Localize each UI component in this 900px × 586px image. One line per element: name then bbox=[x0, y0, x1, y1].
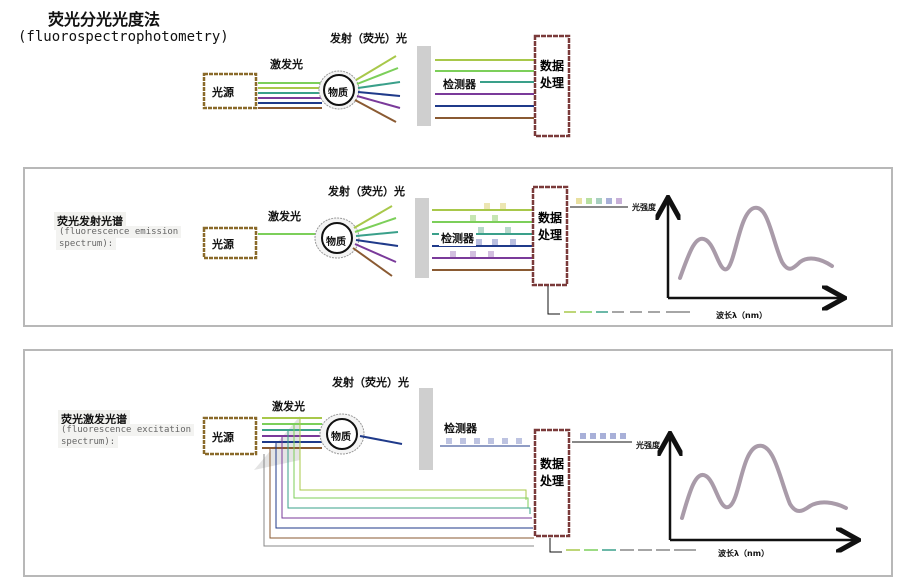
sample-label: 物质 bbox=[326, 237, 346, 248]
emission-panel-subtitle-2: spectrum): bbox=[56, 238, 117, 250]
excitation-light-label: 激发光 bbox=[270, 58, 303, 71]
page-title: 荧光分光光度法 bbox=[48, 10, 161, 29]
page-subtitle: (fluorospectrophotometry) bbox=[18, 29, 229, 45]
emission-rays bbox=[354, 55, 401, 123]
excitation-panel-subtitle-2: spectrum): bbox=[58, 436, 119, 448]
data-processing-box bbox=[531, 185, 569, 287]
wavelength-legend bbox=[549, 538, 696, 553]
data-processing-label: 数据处理 bbox=[537, 211, 562, 242]
wavelength-label: 波长λ（nm） bbox=[718, 549, 770, 558]
sample-blob bbox=[314, 217, 360, 259]
spectrum-curve bbox=[680, 443, 848, 520]
detector-label: 检测器 bbox=[439, 230, 476, 246]
intensity-legend bbox=[572, 433, 632, 443]
sample-blob bbox=[319, 413, 365, 455]
detector-label: 检测器 bbox=[441, 76, 478, 92]
filtered-beam bbox=[432, 209, 533, 271]
sample-label: 物质 bbox=[328, 88, 348, 99]
sample-label: 物质 bbox=[331, 432, 351, 443]
excitation-light-label: 激发光 bbox=[272, 400, 305, 413]
detector-label: 检测器 bbox=[444, 422, 477, 435]
emission-panel-subtitle-1: (fluorescence emission bbox=[56, 226, 182, 238]
excitation-panel-frame bbox=[23, 349, 893, 577]
emission-label: 发射（荧光）光 bbox=[328, 185, 405, 198]
light-source-box bbox=[202, 416, 258, 456]
data-processing-label: 数据处理 bbox=[539, 59, 564, 90]
feedback-lines bbox=[263, 418, 534, 547]
excitation-panel-subtitle-1: (fluorescence excitation bbox=[58, 424, 195, 436]
light-source-label: 光源 bbox=[212, 431, 234, 444]
detector-readouts bbox=[446, 438, 522, 444]
emission-spectrum-plot bbox=[668, 200, 842, 298]
light-source-box bbox=[202, 72, 258, 110]
emission-ray bbox=[359, 435, 403, 445]
spectrum-curve bbox=[678, 205, 834, 280]
data-processing-box bbox=[533, 428, 571, 538]
emission-panel-frame bbox=[23, 167, 893, 327]
light-source-box bbox=[202, 226, 258, 260]
filter-bar bbox=[417, 46, 431, 126]
excitation-panel-title: 荧光激发光谱 bbox=[58, 410, 130, 428]
intensity-label: 光强度 bbox=[636, 441, 660, 450]
filter-bar bbox=[415, 198, 429, 278]
light-source-label: 光源 bbox=[212, 238, 234, 251]
excitation-light-label: 激发光 bbox=[268, 210, 301, 223]
emission-label: 发射（荧光）光 bbox=[330, 32, 407, 45]
data-processing-label: 数据处理 bbox=[539, 457, 564, 488]
excitation-spectrum-plot bbox=[670, 436, 856, 540]
emission-panel-title: 荧光发射光谱 bbox=[54, 212, 126, 230]
data-processing-box bbox=[533, 34, 571, 138]
sample-blob bbox=[318, 70, 360, 110]
intensity-legend bbox=[570, 198, 628, 208]
emission-label: 发射（荧光）光 bbox=[332, 376, 409, 389]
wavelength-label: 波长λ（nm） bbox=[716, 311, 768, 320]
filtered-beam bbox=[435, 59, 534, 119]
excitation-beam bbox=[262, 417, 322, 449]
filter-bar bbox=[419, 388, 433, 470]
excitation-beam bbox=[258, 82, 322, 109]
intensity-label: 光强度 bbox=[632, 203, 656, 212]
wavelength-legend bbox=[547, 286, 690, 315]
emission-rays bbox=[352, 205, 399, 277]
light-source-label: 光源 bbox=[212, 86, 234, 99]
